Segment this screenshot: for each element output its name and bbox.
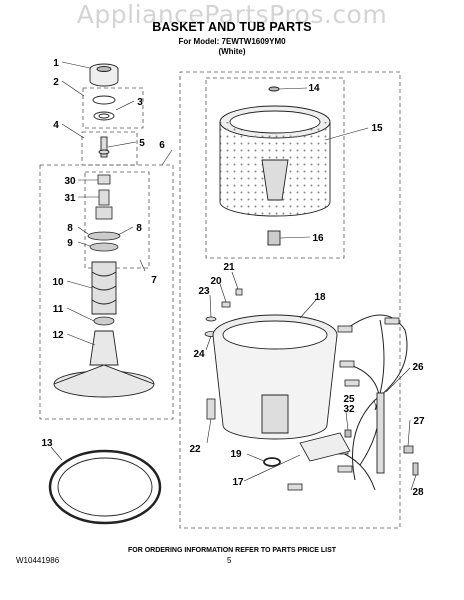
callout-label: 5	[139, 138, 145, 149]
callout-label: 28	[412, 487, 424, 498]
callout-label: 20	[210, 276, 222, 287]
callout-label: 11	[53, 304, 64, 315]
callout-label: 6	[159, 140, 165, 151]
document-number: W10441986	[16, 556, 60, 565]
callout-label: 30	[64, 176, 76, 187]
part-1-drive-bell	[89, 63, 119, 87]
part-8-9-cams	[87, 231, 121, 252]
callout-label: 12	[52, 330, 64, 341]
callout-label: 17	[232, 477, 244, 488]
page-title: BASKET AND TUB PARTS	[152, 20, 312, 34]
callout-label: 18	[314, 292, 326, 303]
part-18-tub	[212, 314, 338, 440]
part-11-hub	[93, 316, 115, 326]
model-line: For Model: 7EWTW1609YM0	[178, 37, 286, 46]
callout-label: 31	[64, 193, 76, 204]
callout-label: 22	[189, 444, 201, 455]
callout-label: 15	[371, 123, 383, 134]
part-25-sensor	[376, 392, 385, 474]
part-19-seal	[263, 457, 281, 467]
callout-label: 16	[312, 233, 324, 244]
part-2-3-rings	[92, 95, 116, 121]
color-line: (White)	[218, 47, 246, 56]
part-16-nut	[267, 230, 281, 246]
part-30-31-stack	[95, 174, 113, 220]
part-17-plate	[299, 432, 351, 462]
callout-label: 21	[223, 262, 235, 273]
part-32-clip	[344, 429, 352, 438]
callout-label: 23	[198, 286, 210, 297]
callout-label: 26	[412, 362, 424, 373]
part-4-5-bolt	[98, 136, 110, 158]
callout-numbers: 1 2 3 4 5 6 30 31 8 8 9 7 10 11 12 13 14…	[41, 58, 425, 498]
callout-label: 7	[151, 275, 157, 286]
callout-label: 8	[67, 223, 73, 234]
group-box-6	[39, 164, 174, 420]
callout-label: 32	[343, 404, 355, 415]
part-10-auger	[91, 261, 117, 315]
callout-label: 14	[308, 83, 320, 94]
callout-label: 27	[413, 416, 425, 427]
callout-label: 3	[137, 97, 143, 108]
callout-label: 10	[52, 277, 64, 288]
callout-label: 8	[136, 223, 142, 234]
part-12-agitator-base	[53, 330, 155, 398]
group-box-4-5	[81, 131, 138, 166]
callout-label: 19	[230, 449, 242, 460]
callout-label: 1	[53, 58, 59, 69]
leader-lines	[50, 61, 417, 491]
group-box-14-16	[205, 77, 345, 259]
group-box-7	[84, 171, 150, 269]
callout-label: 2	[53, 77, 59, 88]
ordering-note: FOR ORDERING INFORMATION REFER TO PARTS …	[127, 547, 337, 554]
group-line-tub	[179, 71, 401, 529]
page-number: 5	[227, 556, 232, 565]
part-15-basket	[219, 105, 331, 217]
callout-label: 24	[193, 349, 205, 360]
part-13-ring	[48, 449, 162, 525]
group-box-2-3	[82, 87, 144, 129]
part-14-nut	[268, 86, 280, 92]
callout-label: 4	[53, 120, 59, 131]
callout-label: 9	[67, 238, 73, 249]
callout-label: 13	[41, 438, 53, 449]
callout-label: 25	[343, 394, 355, 405]
part-27-28-probe	[403, 445, 419, 476]
